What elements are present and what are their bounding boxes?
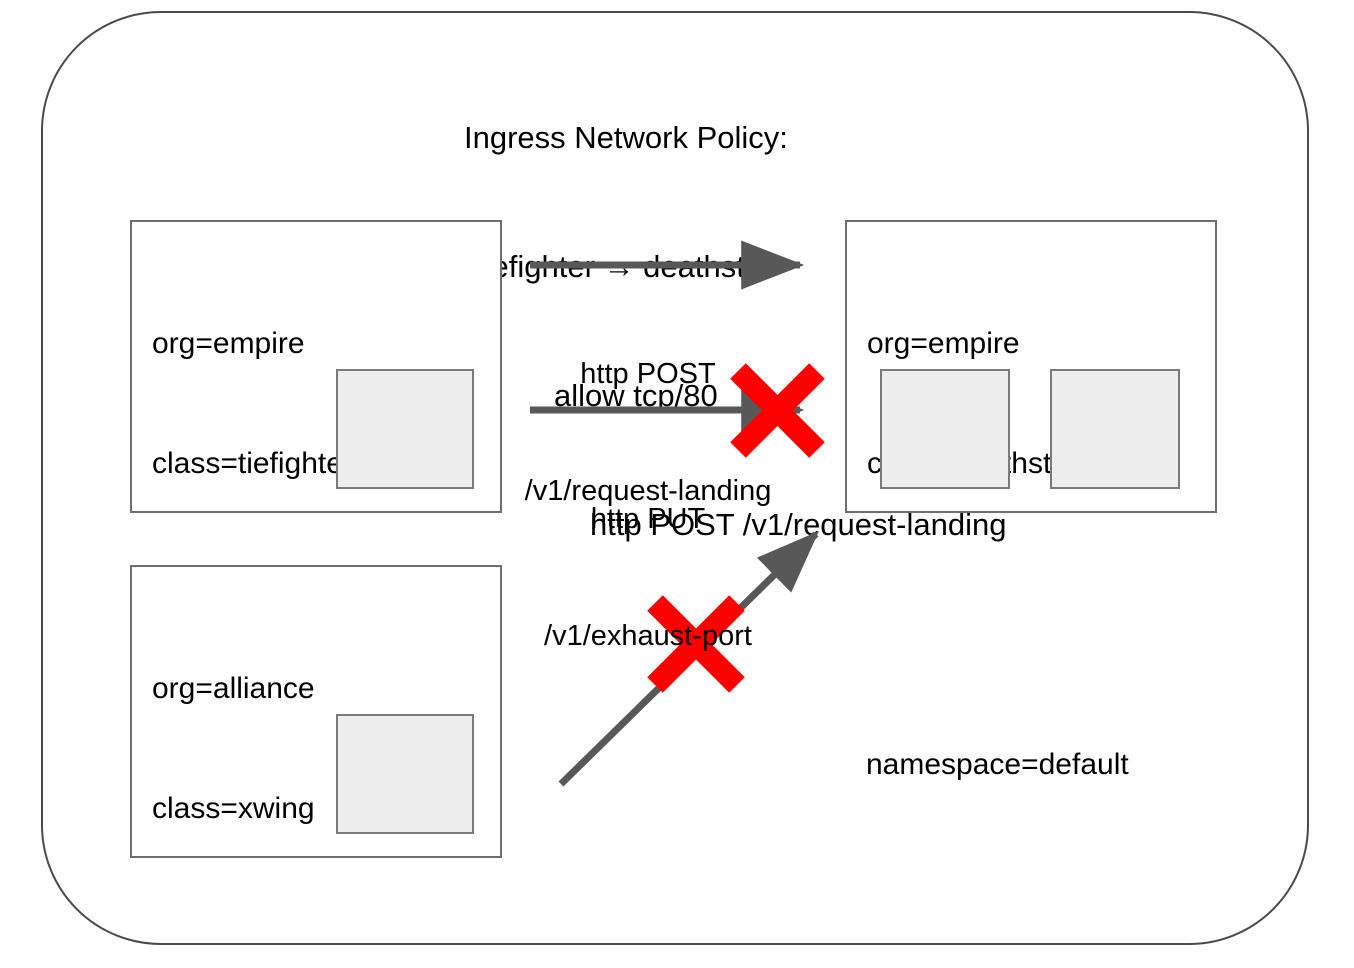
flow-label-put: http PUT /v1/exhaust-port xyxy=(478,422,818,734)
flow-path-post: /v1/request-landing xyxy=(524,475,772,507)
endpoint-org-xwing: org=alliance xyxy=(152,672,315,705)
endpoint-box-xwing: org=alliance class=xwing xyxy=(130,565,502,858)
policy-title-line-1: Ingress Network Policy: xyxy=(464,120,788,155)
pod-square xyxy=(1050,369,1180,489)
flow-path-put: /v1/exhaust-port xyxy=(544,620,752,652)
pod-square xyxy=(336,369,474,489)
pod-square xyxy=(336,714,474,834)
endpoint-org-tiefighter: org=empire xyxy=(152,327,305,360)
endpoint-org-deathstar: org=empire xyxy=(867,327,1020,360)
endpoint-box-tiefighter: org=empire class=tiefighter xyxy=(130,220,502,513)
endpoint-labels-tiefighter: org=empire class=tiefighter xyxy=(152,244,353,564)
endpoint-class-tiefighter: class=tiefighter xyxy=(152,447,353,480)
endpoint-class-xwing: class=xwing xyxy=(152,792,315,825)
flow-method-post: http POST xyxy=(580,358,716,390)
namespace-caption: namespace=default xyxy=(866,748,1129,781)
flow-label-post: http POST /v1/request-landing xyxy=(478,277,818,589)
pod-square xyxy=(880,369,1010,489)
endpoint-labels-xwing: org=alliance class=xwing xyxy=(152,589,315,909)
flow-method-put: http PUT xyxy=(590,503,706,535)
endpoint-box-deathstar: org=empire class=deathstar xyxy=(845,220,1217,513)
